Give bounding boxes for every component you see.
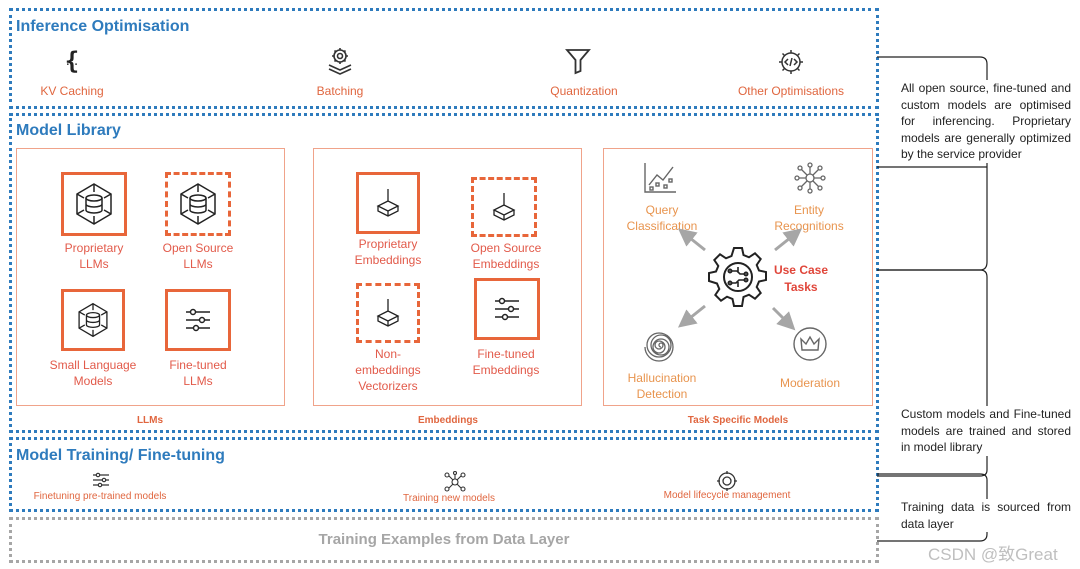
non-embeddings-vectorizers-box [356,283,420,343]
training-new-models-label: Training new models [403,493,495,504]
network-database-icon [78,302,108,338]
model-library-section [9,113,879,433]
quantization-label: Quantization [550,84,618,98]
small-language-models-box [61,289,125,351]
arrow-to-query [677,228,706,252]
circuit-gear-icon [704,243,772,311]
finetuning-pretrained-label: Finetuning pre-trained models [33,491,167,502]
model-training-title: Model Training/ Fine-tuning [16,447,225,464]
curly-braces-icon: {··· [52,44,92,78]
model-library-title: Model Library [16,122,121,139]
open-source-embeddings-box [471,177,537,237]
llms-panel [16,148,285,406]
vector-cube-icon [376,189,400,217]
lifecycle-icon [715,469,739,493]
task-specific-models-panel [603,148,873,406]
data-layer-label: Training Examples from Data Layer [318,531,570,548]
proprietary-llms-box [61,172,127,236]
fine-tuned-embeddings-box [474,278,540,340]
vector-cube-icon [376,299,400,327]
proprietary-embeddings-box [356,172,420,234]
embeddings-panel [313,148,582,406]
moderation-label: Moderation [779,376,841,390]
kv-caching-label: KV Caching [40,84,104,98]
task-arrows [677,228,803,331]
funnel-icon [562,46,594,76]
embeddings-panel-title: Embeddings [417,415,478,426]
inference-optimisation-section [9,8,879,109]
gear-layers-icon [322,44,358,78]
spiral-icon [642,328,680,366]
code-gear-icon [775,46,807,78]
task-specific-models-panel-title: Task Specific Models [687,415,789,426]
inference-note: All open source, fine-tuned and custom m… [901,80,1071,163]
scatter-chart-icon [640,159,680,197]
model-lifecycle-management-label: Model lifecycle management [663,490,791,501]
llms-panel-title: LLMs [136,415,164,426]
other-optimisations-label: Other Optimisations [737,84,845,98]
network-database-icon [76,183,112,225]
open-source-llms-box [165,172,231,236]
arrow-to-moderation [771,306,796,331]
batching-label: Batching [316,84,364,98]
sliders-icon [90,471,112,489]
network-nodes-icon [442,470,468,494]
inference-title: Inference Optimisation [16,18,190,35]
svg-text:{: { [65,47,79,75]
network-node-icon [792,160,828,196]
data-layer-section [9,517,879,563]
right-bracket-lines [877,56,988,542]
arrow-to-entity [774,228,803,252]
vector-cube-icon [492,193,516,221]
sliders-icon [495,297,519,321]
crown-icon [791,325,829,363]
training-note: Training data is sourced from data layer [901,499,1071,532]
sliders-icon [186,308,210,332]
arrow-to-hallucination [677,304,706,328]
svg-text:···: ··· [66,58,78,73]
fine-tuned-llms-box [165,289,231,351]
network-database-icon [180,183,216,225]
watermark: CSDN @致Great [928,545,1058,564]
library-note: Custom models and Fine-tuned models are … [901,406,1071,456]
